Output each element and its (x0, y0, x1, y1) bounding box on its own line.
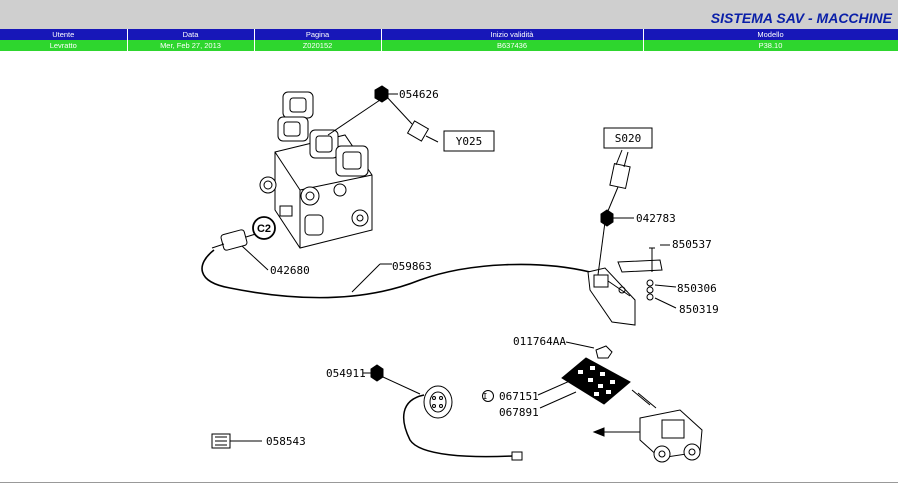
sensor-s020[interactable] (597, 149, 631, 276)
circle-i-label: I (483, 392, 488, 401)
parts-diagram: C2 Y025 S020 054626 042783 850537 850306… (201, 85, 719, 463)
title-bar: SISTEMA SAV - MACCHINE (0, 0, 898, 29)
part-850319[interactable]: 850319 (679, 303, 719, 316)
part-850306[interactable]: 850306 (677, 282, 717, 295)
part-042680[interactable]: 042680 (270, 264, 310, 277)
col-modello: Modello (643, 29, 898, 40)
page-title: SISTEMA SAV - MACCHINE (710, 10, 892, 26)
part-067151[interactable]: 067151 (499, 390, 539, 403)
y025-box[interactable] (443, 130, 495, 152)
part-850537[interactable]: 850537 (672, 238, 712, 251)
c2-label: C2 (257, 223, 271, 235)
connector-058543[interactable] (211, 433, 262, 449)
info-header-row: Utente Data Pagina Inizio validità Model… (0, 29, 898, 40)
val-utente: Levratto (0, 40, 128, 51)
part-011764aa[interactable]: 011764AA (513, 335, 566, 348)
s020-box[interactable] (603, 127, 653, 149)
part-058543[interactable]: 058543 (266, 435, 306, 448)
col-utente: Utente (0, 29, 128, 40)
part-042783[interactable]: 042783 (636, 212, 676, 225)
col-data: Data (127, 29, 255, 40)
arrow-head (592, 427, 605, 437)
val-pagina: Z020152 (254, 40, 382, 51)
cable-059863[interactable] (201, 249, 591, 299)
bracket[interactable] (587, 247, 663, 326)
bottom-divider (0, 482, 898, 483)
col-inizio-validita: Inizio validità (381, 29, 644, 40)
col-pagina: Pagina (254, 29, 382, 40)
nut-042783[interactable] (600, 209, 614, 227)
part-054626[interactable]: 054626 (399, 88, 439, 101)
cap-011764aa[interactable] (595, 345, 613, 359)
connector-054911[interactable] (363, 364, 523, 461)
val-modello: P38.10 (643, 40, 898, 51)
y025-label: Y025 (456, 135, 483, 148)
keypad-067151[interactable] (537, 357, 631, 409)
valve-block[interactable] (259, 91, 373, 249)
info-circle-icon (482, 390, 494, 402)
part-059863[interactable]: 059863 (392, 260, 432, 273)
part-054911[interactable]: 054911 (326, 367, 366, 380)
s020-label: S020 (615, 132, 642, 145)
info-value-row: Levratto Mer, Feb 27, 2013 Z020152 B6374… (0, 40, 898, 51)
val-data: Mer, Feb 27, 2013 (127, 40, 255, 51)
part-067891[interactable]: 067891 (499, 406, 539, 419)
machine-icon (631, 389, 703, 463)
c2-badge (252, 216, 276, 240)
info-table: Utente Data Pagina Inizio validità Model… (0, 29, 898, 51)
connector-y025[interactable] (385, 95, 439, 143)
nut-054626[interactable] (374, 85, 389, 103)
val-inizio-validita: B637436 (381, 40, 644, 51)
